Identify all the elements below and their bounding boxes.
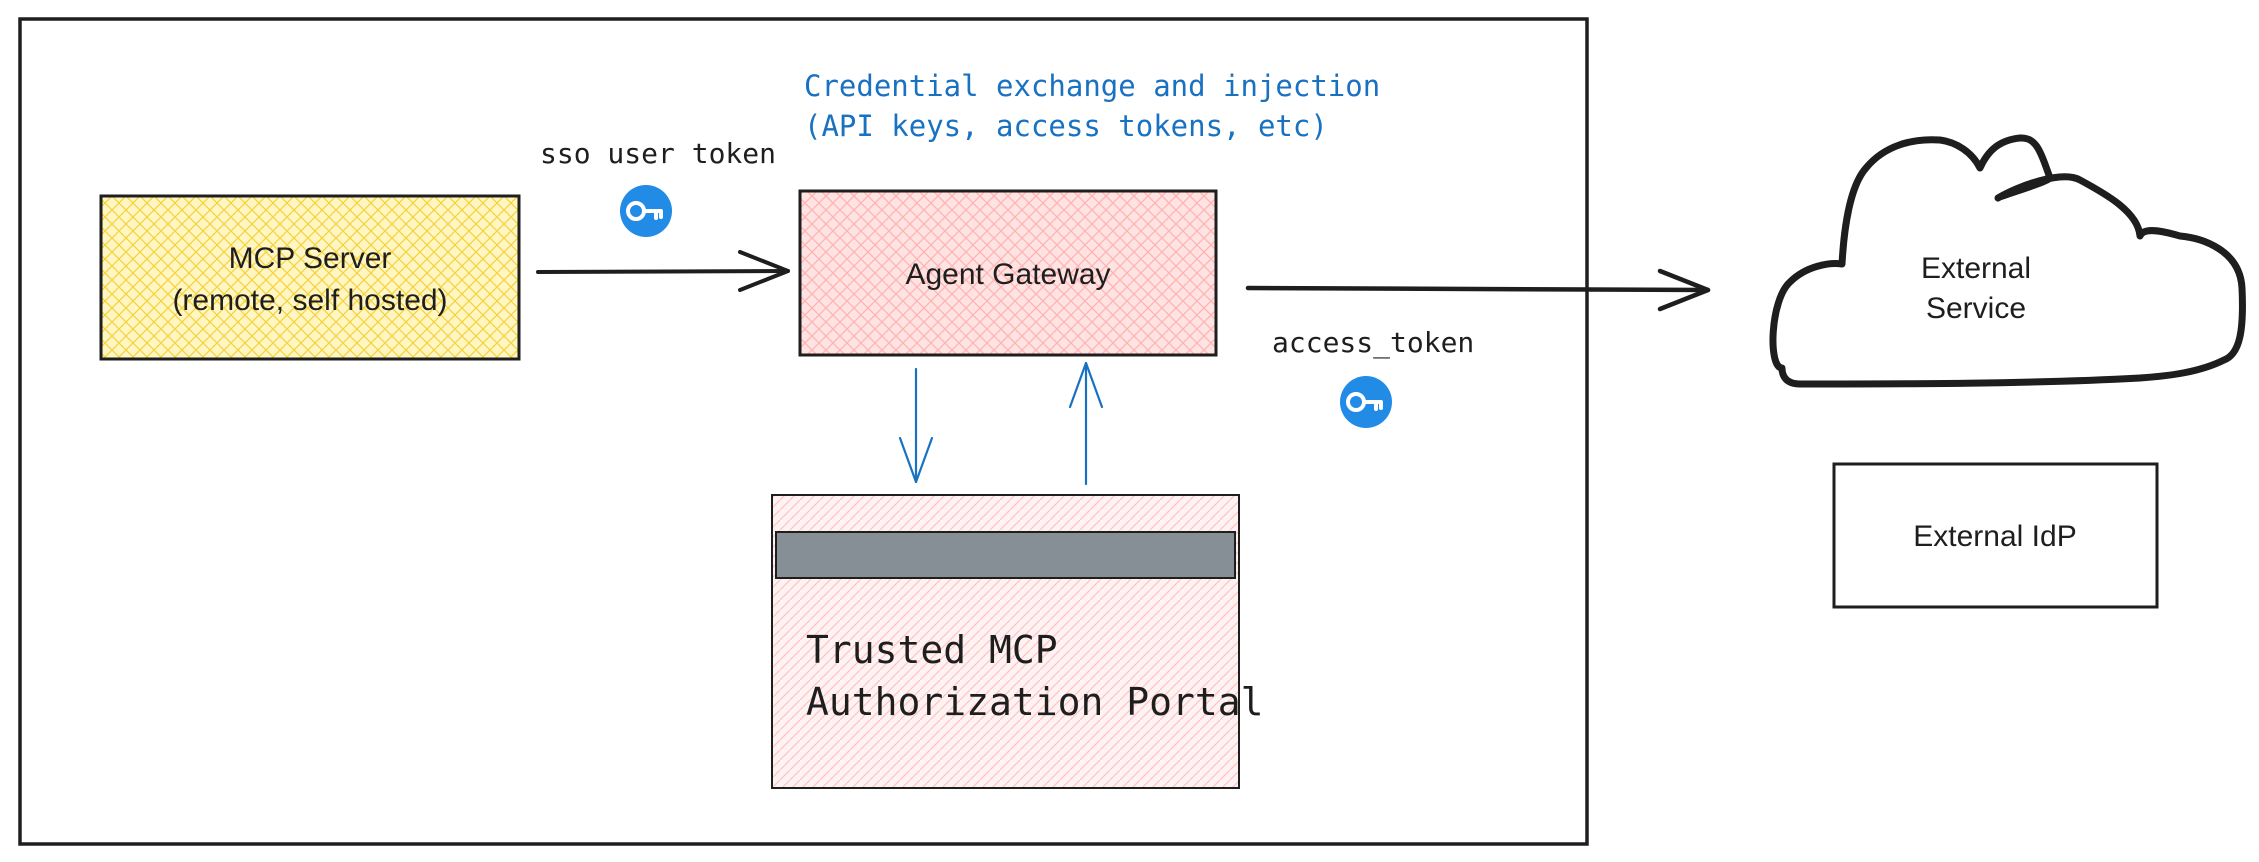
agent-gateway-label: Agent Gateway xyxy=(905,258,1110,291)
credential-caption-line1: Credential exchange and injection xyxy=(804,69,1380,103)
mcp-server-node[interactable]: MCP Server (remote, self hosted) xyxy=(99,194,521,361)
key-icon xyxy=(620,185,672,237)
authorization-portal-node[interactable]: Trusted MCP Authorization Portal xyxy=(771,494,1264,789)
arrow-gateway-to-external-service xyxy=(1245,268,1711,312)
external-idp-label: External IdP xyxy=(1913,520,2076,553)
access-token-label: access_token xyxy=(1272,326,1474,360)
external-service-line2: Service xyxy=(1926,292,2026,325)
arrow-portal-to-gateway xyxy=(1068,361,1104,486)
portal-title-line1: Trusted MCP xyxy=(806,628,1058,672)
cloud-shape xyxy=(1769,134,2246,388)
external-service-node[interactable]: External Service xyxy=(1769,134,2246,388)
portal-title-bar xyxy=(775,531,1236,579)
agent-gateway-node[interactable]: Agent Gateway xyxy=(798,189,1218,357)
arrow-gateway-to-portal xyxy=(898,367,934,484)
mcp-server-subtitle: (remote, self hosted) xyxy=(172,284,447,317)
sso-token-label: sso user token xyxy=(540,137,776,170)
mcp-server-title: MCP Server xyxy=(229,242,392,275)
external-service-line1: External xyxy=(1921,252,2031,285)
arrow-mcp-to-gateway xyxy=(536,250,790,292)
key-icon xyxy=(1340,376,1392,428)
trust-boundary xyxy=(18,17,1589,846)
portal-title-line2: Authorization Portal xyxy=(806,680,1264,724)
external-idp-node[interactable]: External IdP xyxy=(1832,462,2159,609)
credential-caption-line2: (API keys, access tokens, etc) xyxy=(804,109,1328,143)
